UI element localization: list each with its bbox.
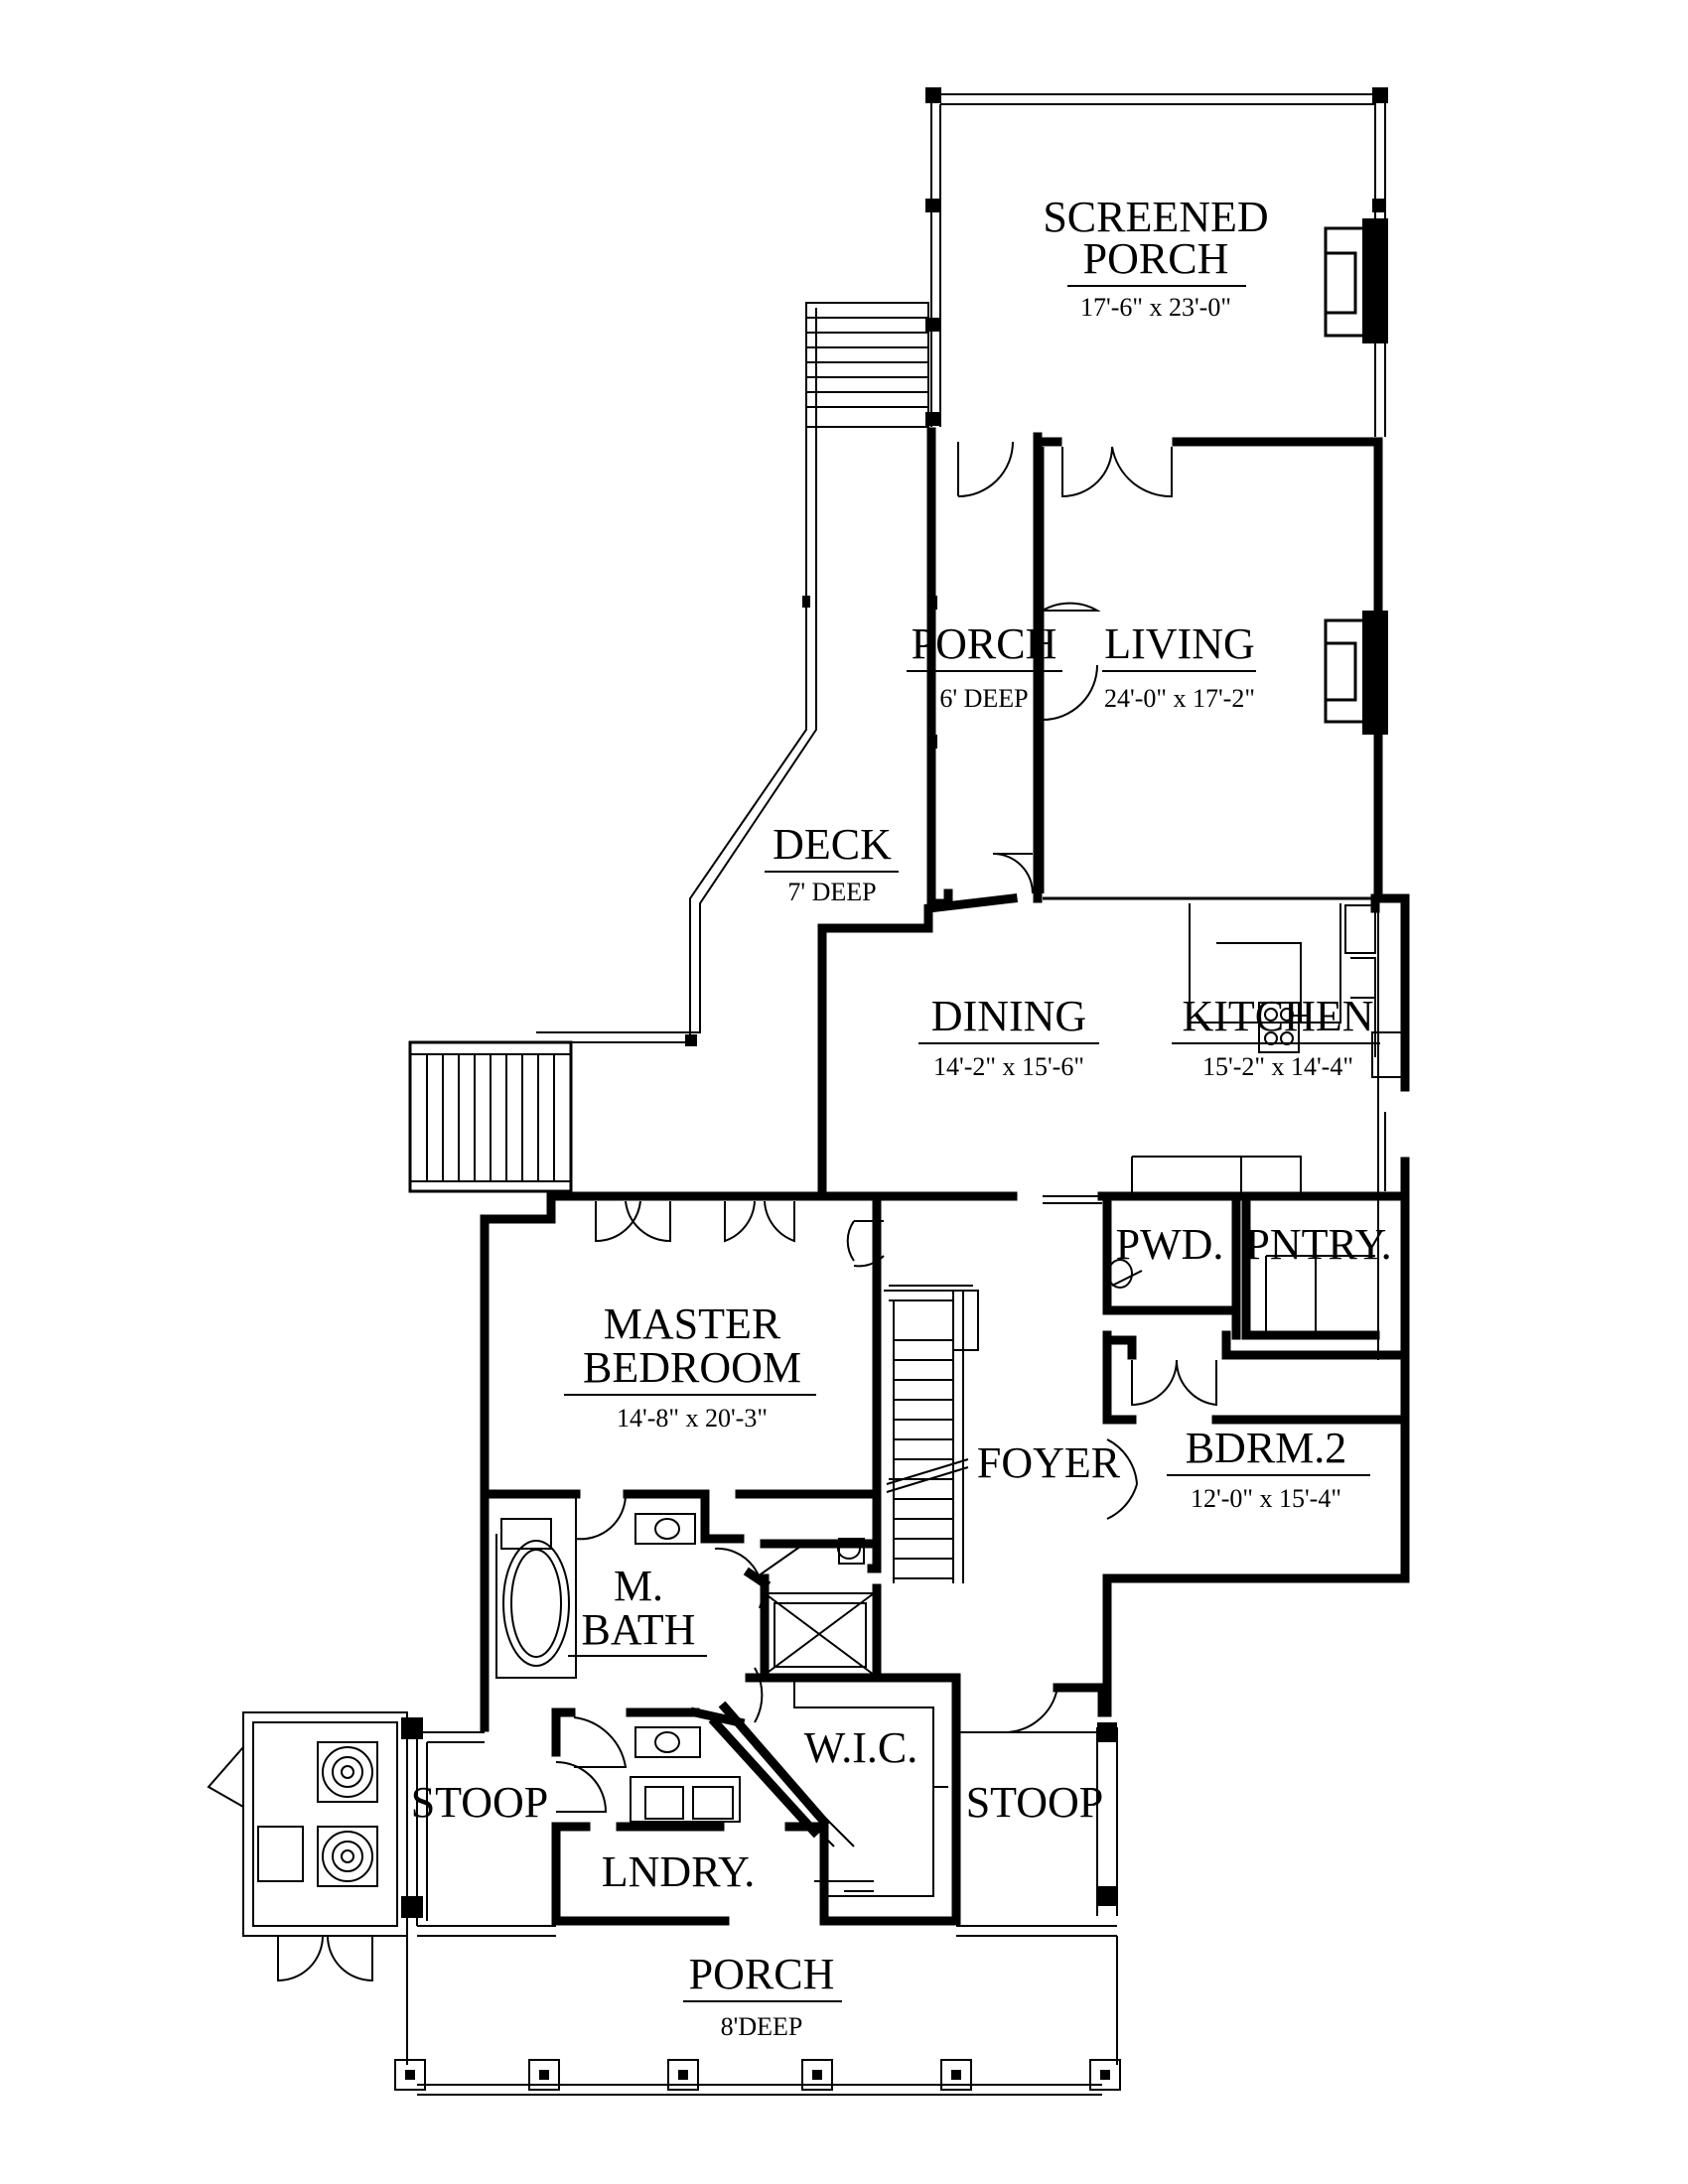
deck-railing xyxy=(536,427,817,1046)
bedroom-2-name: BDRM.2 xyxy=(1186,1424,1347,1472)
screened-porch-name-2: PORCH xyxy=(1083,234,1229,283)
room-labels: SCREENED PORCH 17'-6" x 23'-0" PORCH 6' … xyxy=(411,193,1392,2041)
porch-columns xyxy=(394,2059,1121,2091)
fireplace-icon xyxy=(1324,218,1388,343)
deck-stairs-side xyxy=(408,1040,573,1193)
kitchen-dims: 15'-2" x 14'-4" xyxy=(1202,1052,1353,1081)
right-stoop xyxy=(956,1722,1118,1916)
fixtures xyxy=(495,611,1403,1892)
laundry-name: LNDRY. xyxy=(602,1847,755,1896)
living-dims: 24'-0" x 17'-2" xyxy=(1104,684,1255,713)
dining-name: DINING xyxy=(931,992,1086,1040)
dining-dims: 14'-2" x 15'-6" xyxy=(933,1052,1084,1081)
pantry-name: PNTRY. xyxy=(1245,1220,1391,1269)
front-porch-name: PORCH xyxy=(689,1950,835,1998)
master-bedroom-dims: 14'-8" x 20'-3" xyxy=(617,1404,768,1433)
master-bedroom-name-1: MASTER xyxy=(604,1299,781,1348)
rear-porch-name: PORCH xyxy=(912,619,1057,668)
front-porch-dims: 8'DEEP xyxy=(721,2012,803,2041)
stoop-left-name: STOOP xyxy=(411,1778,549,1827)
screened-porch-dims: 17'-6" x 23'-0" xyxy=(1080,293,1231,322)
powder-name: PWD. xyxy=(1116,1220,1224,1269)
rear-porch-dims: 6' DEEP xyxy=(939,684,1028,713)
screened-porch-name-1: SCREENED xyxy=(1043,193,1268,241)
kitchen-name: KITCHEN xyxy=(1182,992,1373,1040)
deck-stairs-upper xyxy=(805,302,929,437)
stoop-right-name: STOOP xyxy=(966,1778,1104,1827)
master-bath-name-1: M. xyxy=(614,1562,663,1610)
deck-dims: 7' DEEP xyxy=(787,878,876,906)
hvac-enclosure xyxy=(207,1711,408,1982)
wic-name: W.I.C. xyxy=(804,1723,918,1772)
living-name: LIVING xyxy=(1104,619,1255,668)
deck-name: DECK xyxy=(773,820,892,869)
master-bedroom-name-2: BEDROOM xyxy=(583,1343,801,1392)
exterior-walls xyxy=(480,432,1410,1926)
interior-walls xyxy=(480,427,1410,1926)
door-swings xyxy=(555,441,1217,1813)
front-porch xyxy=(394,1925,1121,2096)
master-bath-name-2: BATH xyxy=(582,1605,696,1654)
foyer-name: FOYER xyxy=(977,1438,1121,1487)
fireplace-icon xyxy=(1324,611,1388,735)
bedroom-2-dims: 12'-0" x 15'-4" xyxy=(1191,1484,1341,1513)
